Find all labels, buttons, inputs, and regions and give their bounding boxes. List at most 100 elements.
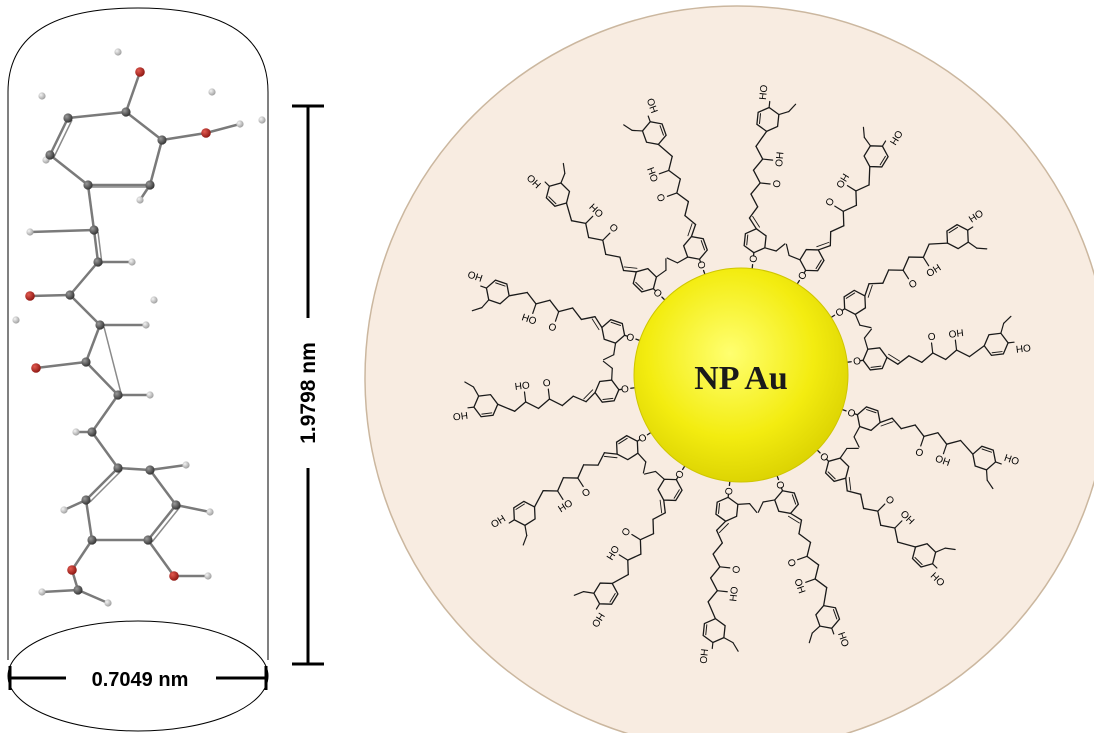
ligand-bond bbox=[815, 259, 822, 270]
carbon-atom bbox=[145, 180, 155, 190]
ligand-bond bbox=[583, 389, 594, 400]
bond bbox=[86, 184, 96, 231]
carbon-atom bbox=[113, 463, 123, 473]
ligand-bond bbox=[700, 240, 706, 251]
ligand-bond bbox=[659, 125, 664, 136]
ligand-bond bbox=[524, 524, 528, 537]
bond bbox=[70, 539, 94, 571]
ligand-bond bbox=[525, 401, 540, 410]
carbon-atom bbox=[145, 465, 155, 475]
ligand-bond bbox=[808, 632, 813, 644]
double-bond bbox=[151, 506, 181, 543]
ligand-bond bbox=[752, 215, 761, 228]
ligand-bond bbox=[1003, 315, 1012, 324]
ligand-bond bbox=[605, 253, 621, 258]
ligand-bond bbox=[622, 269, 637, 273]
oxygen-atom bbox=[169, 571, 179, 581]
bond bbox=[49, 154, 89, 186]
ligand-terminal-hydroxyl: HO bbox=[1003, 453, 1021, 468]
gold-nanoparticle-core bbox=[633, 267, 849, 483]
ligand-bond bbox=[986, 479, 994, 490]
ligand-bond bbox=[867, 284, 873, 298]
hydrogen-atom bbox=[114, 48, 122, 56]
ligand-bond bbox=[647, 115, 651, 123]
ligand-bond bbox=[676, 256, 689, 264]
ligand-bond bbox=[659, 499, 663, 514]
ligand-bond bbox=[877, 503, 886, 512]
ligand-bond bbox=[609, 593, 616, 603]
ligand-bond bbox=[748, 217, 758, 230]
ligand-bond bbox=[791, 494, 797, 505]
ligand-bond bbox=[652, 512, 666, 520]
ligand-bond bbox=[663, 499, 666, 514]
ligand-bond bbox=[902, 256, 910, 271]
ligand-bond bbox=[959, 439, 974, 455]
carbon-atom bbox=[83, 180, 93, 190]
ligand-bond bbox=[732, 642, 739, 652]
carbon-atom bbox=[73, 585, 83, 595]
carbon-atom bbox=[81, 357, 91, 367]
ligand-bond bbox=[554, 311, 560, 322]
ligand-bond bbox=[1000, 322, 1005, 334]
ligand-bond bbox=[877, 510, 882, 526]
ligand-bond bbox=[831, 627, 835, 635]
ligand-bond bbox=[846, 447, 859, 450]
bond bbox=[205, 122, 241, 135]
hydrogen-atom bbox=[258, 116, 266, 124]
ligand-bond bbox=[829, 231, 832, 247]
ligand-bond bbox=[572, 395, 587, 403]
ligand-bond bbox=[652, 518, 655, 535]
ligand-bond bbox=[535, 299, 551, 305]
ligand-bond bbox=[514, 401, 527, 412]
ligand-ether-oxygen: O bbox=[694, 260, 707, 271]
ligand-ketone-oxygen: O bbox=[927, 330, 936, 342]
ligand-bond bbox=[822, 586, 828, 607]
ligand-bond bbox=[935, 547, 946, 553]
ligand-bond bbox=[880, 524, 896, 529]
ligand-bond bbox=[718, 502, 721, 514]
ligand-bond bbox=[639, 533, 655, 541]
ligand-bond bbox=[908, 355, 923, 363]
ligand-bond bbox=[897, 355, 910, 365]
ligand-bond bbox=[602, 239, 607, 256]
ligand-bond bbox=[879, 417, 893, 424]
ligand-bond bbox=[562, 477, 579, 479]
ligand-bond bbox=[665, 258, 667, 271]
ligand-bond bbox=[870, 365, 882, 368]
ligand-bond bbox=[757, 501, 764, 513]
ligand-bond bbox=[888, 269, 904, 271]
ligand-bond bbox=[930, 342, 934, 354]
ligand-bond bbox=[879, 155, 886, 166]
ligand-bond bbox=[839, 447, 848, 459]
ligand-bond bbox=[657, 143, 673, 158]
carbon-atom bbox=[93, 257, 103, 267]
ligand-bond bbox=[789, 512, 803, 521]
ligand-bond bbox=[591, 318, 600, 331]
hydrogen-atom bbox=[128, 258, 136, 266]
oxygen-atom bbox=[31, 363, 41, 373]
double-bond bbox=[103, 326, 123, 398]
ligand-bond bbox=[758, 113, 762, 125]
ligand-ketone-oxygen: O bbox=[731, 565, 743, 574]
ligand-bond bbox=[737, 503, 751, 505]
ligand-bond bbox=[654, 470, 665, 480]
ligand-bond bbox=[481, 299, 490, 309]
ligand-hydroxyl-label: OH bbox=[728, 586, 741, 602]
ligand-bond bbox=[914, 556, 923, 565]
ligand-bond bbox=[556, 490, 564, 501]
ligand-bond bbox=[631, 533, 641, 541]
ligand-bond bbox=[859, 324, 872, 329]
ligand-bond bbox=[846, 490, 862, 495]
ligand-bond bbox=[610, 321, 622, 327]
ligand-bond bbox=[891, 417, 902, 430]
hydrogen-atom bbox=[60, 506, 68, 514]
ligand-bond bbox=[611, 573, 629, 585]
ligand-bond bbox=[785, 243, 790, 256]
ligand-bond bbox=[585, 391, 596, 403]
hydrogen-atom bbox=[142, 321, 150, 329]
ligand-bond bbox=[548, 398, 564, 407]
ligand-bond bbox=[582, 464, 599, 466]
